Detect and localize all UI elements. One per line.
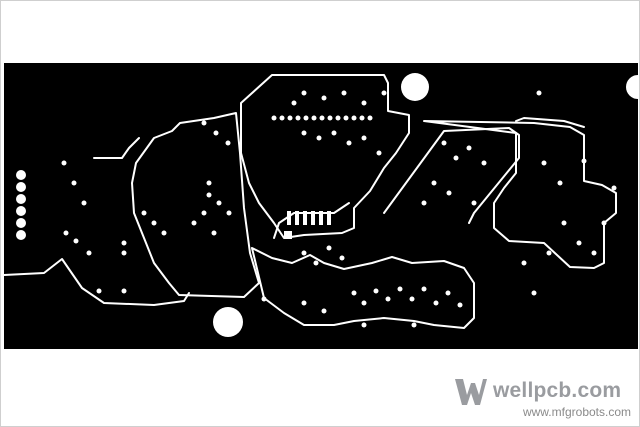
mounting-hole <box>401 73 429 101</box>
trace-center-bus <box>273 202 350 239</box>
brand-name-text: wellpcb.com <box>493 379 622 402</box>
trace-left-loop <box>4 258 190 306</box>
copper-pour-center <box>240 74 410 239</box>
pcb-layer-image <box>4 63 638 349</box>
trace-small-left <box>93 137 140 159</box>
copper-pour-bottom <box>251 247 475 329</box>
copper-pour-right <box>423 120 617 269</box>
trace-diagonal-mid <box>383 127 520 224</box>
mounting-hole <box>626 75 638 99</box>
brand-watermark: wellpcb.com <box>453 377 638 407</box>
mounting-hole <box>213 307 243 337</box>
trace-right-edge <box>515 117 585 128</box>
copper-pour-left <box>131 112 260 298</box>
wellpcb-w-logo-icon <box>455 379 487 405</box>
watermark-url-text: www.mfgrobots.com <box>522 405 631 419</box>
